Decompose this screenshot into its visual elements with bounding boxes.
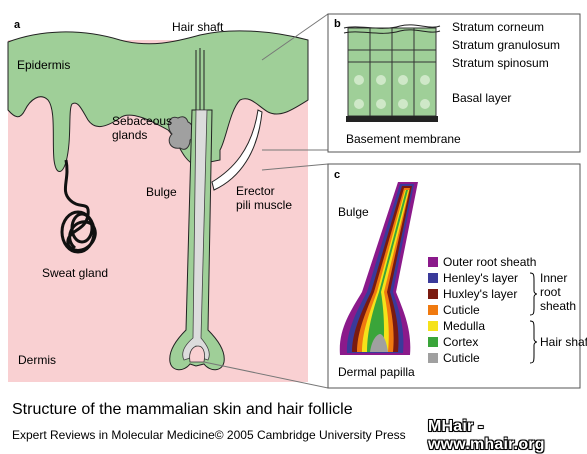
- epidermis-cells: [343, 24, 441, 122]
- caption-title: Structure of the mammalian skin and hair…: [12, 401, 353, 418]
- panel-label-a: a: [14, 19, 21, 31]
- legend-item: Outer root sheath: [428, 255, 536, 269]
- label-dermis: Dermis: [18, 353, 56, 367]
- legend-item: Medulla: [428, 319, 485, 333]
- legend-swatch: [428, 289, 438, 299]
- legend-item-label: Cuticle: [443, 303, 480, 317]
- label-erector-1: Erector: [236, 184, 275, 198]
- label-bulge-c: Bulge: [338, 205, 369, 219]
- legend-group-inner-1: Inner: [540, 271, 568, 285]
- legend-item-label: Medulla: [443, 319, 486, 333]
- erector-pili-muscle: [211, 109, 263, 191]
- label-stratum-spinosum: Stratum spinosum: [452, 56, 549, 70]
- legend-braces: [529, 272, 538, 364]
- watermark: MHair - www.mhair.org: [428, 418, 545, 453]
- legend-swatch: [428, 337, 438, 347]
- legend-item-label: Cortex: [443, 335, 479, 349]
- label-sebaceous-2: glands: [112, 128, 148, 142]
- connector-lines: [203, 13, 329, 389]
- sebaceous-gland: [168, 116, 195, 150]
- label-bulge-a: Bulge: [146, 185, 177, 199]
- legend-swatch: [428, 273, 438, 283]
- legend-swatch: [428, 353, 438, 363]
- legend-item: Cuticle: [428, 303, 480, 317]
- legend-item: Cortex: [428, 335, 478, 349]
- legend-item-label: Huxley's layer: [443, 287, 518, 301]
- label-epidermis: Epidermis: [17, 58, 71, 72]
- legend-swatch: [428, 305, 438, 315]
- legend-group-hair-shaft: Hair shaft: [540, 335, 587, 349]
- epidermis-layer: [7, 30, 309, 172]
- label-sweat-gland: Sweat gland: [42, 266, 109, 280]
- follicle-cross-section: [339, 182, 418, 355]
- label-hair-shaft: Hair shaft: [172, 20, 224, 34]
- dermal-papilla-a: [189, 345, 205, 363]
- legend-swatch: [428, 321, 438, 331]
- legend-group-inner-3: sheath: [540, 299, 577, 313]
- legend-item: Henley's layer: [428, 271, 518, 285]
- legend-item-label: Outer root sheath: [443, 255, 537, 269]
- panel-label-c: c: [334, 169, 341, 181]
- legend-item: Huxley's layer: [428, 287, 517, 301]
- hair-shaft-lines: [195, 48, 205, 110]
- legend-item-label: Henley's layer: [443, 271, 518, 285]
- label-stratum-granulosum: Stratum granulosum: [452, 38, 561, 52]
- label-basal-layer: Basal layer: [452, 91, 512, 105]
- label-stratum-corneum: Stratum corneum: [452, 20, 545, 34]
- label-erector-2: pili muscle: [236, 198, 293, 212]
- label-basement-membrane: Basement membrane: [346, 132, 461, 146]
- legend-group-inner-2: root: [540, 285, 561, 299]
- caption-source: Expert Reviews in Molecular Medicine© 20…: [12, 428, 406, 442]
- legend-swatch: [428, 257, 438, 267]
- label-sebaceous-1: Sebaceous: [112, 114, 173, 128]
- panel-label-b: b: [334, 18, 341, 30]
- legend-item: Cuticle: [428, 351, 480, 365]
- label-dermal-papilla: Dermal papilla: [338, 365, 415, 379]
- legend-item-label: Cuticle: [443, 351, 480, 365]
- sweat-gland: [60, 159, 97, 254]
